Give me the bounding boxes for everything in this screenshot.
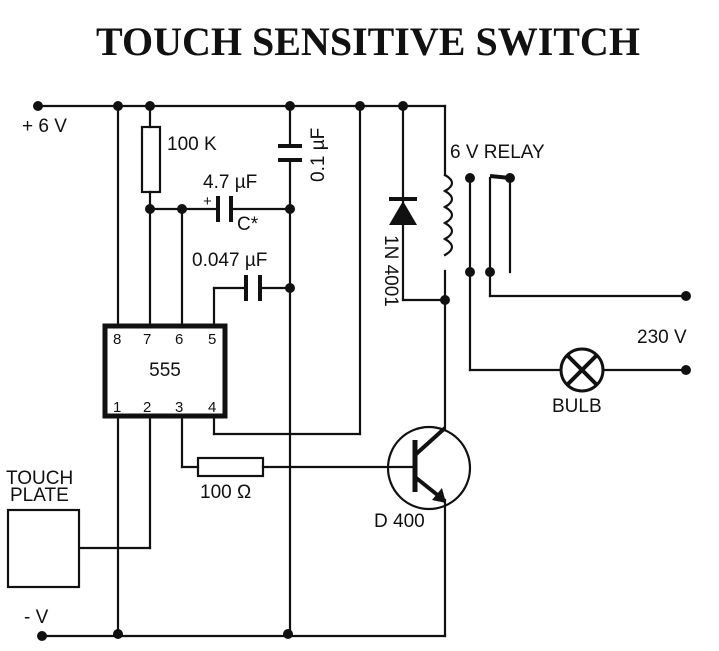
transistor-d400 bbox=[386, 425, 472, 511]
label-c3: 0.047 µF bbox=[192, 250, 267, 271]
capacitor-0-1uf bbox=[278, 144, 302, 162]
junction-dot bbox=[440, 295, 450, 305]
pin-7: 7 bbox=[143, 331, 151, 348]
terminal-positive bbox=[33, 101, 43, 111]
junction-dot bbox=[485, 267, 495, 277]
resistor-100-ohm bbox=[196, 456, 265, 478]
label-c2: 0.1 µF bbox=[308, 128, 329, 182]
label-c1: 4.7 µF bbox=[203, 172, 257, 193]
label-ic: 555 bbox=[149, 360, 181, 381]
junction-dot bbox=[681, 291, 691, 301]
component-part bbox=[389, 201, 417, 225]
ic-555 bbox=[102, 323, 228, 419]
component-part bbox=[432, 488, 446, 503]
junction-dot bbox=[283, 629, 293, 639]
resistor-100k bbox=[140, 125, 162, 194]
junction-dot bbox=[681, 365, 691, 375]
pin-3: 3 bbox=[175, 399, 183, 416]
relay-coil bbox=[442, 173, 454, 257]
pin-6: 6 bbox=[175, 331, 183, 348]
bulb bbox=[559, 347, 605, 393]
diode-1n4001 bbox=[389, 197, 417, 225]
junction-dot bbox=[465, 267, 475, 277]
positive-rail bbox=[33, 101, 447, 111]
pin-8: 8 bbox=[113, 331, 121, 348]
wire bbox=[413, 426, 447, 457]
junction-dot bbox=[465, 173, 475, 183]
label-r2: 100 Ω bbox=[200, 482, 251, 503]
label-touch: TOUCH bbox=[6, 468, 73, 489]
pin-2: 2 bbox=[143, 399, 151, 416]
capacitor-4-7uf bbox=[216, 196, 233, 222]
label-bulb: BULB bbox=[552, 396, 602, 417]
junction-dot bbox=[285, 283, 295, 293]
touch-plate bbox=[6, 508, 81, 589]
pin-1: 1 bbox=[113, 399, 121, 416]
wire bbox=[565, 353, 599, 387]
label-negative-supply: - V bbox=[24, 607, 49, 628]
wire bbox=[413, 475, 442, 499]
pin-4: 4 bbox=[208, 399, 216, 416]
capacitor-0-047uf bbox=[244, 275, 262, 301]
diagram-title: TOUCH SENSITIVE SWITCH bbox=[96, 19, 640, 64]
pin-5: 5 bbox=[208, 331, 216, 348]
label-c1-mark: C* bbox=[237, 214, 259, 235]
junction-dot bbox=[386, 425, 472, 511]
label-diode: 1N 4001 bbox=[380, 235, 401, 307]
label-transistor: D 400 bbox=[374, 511, 425, 532]
label-c1-plus: + bbox=[203, 193, 212, 210]
label-positive-supply: + 6 V bbox=[22, 116, 67, 137]
terminal-negative bbox=[37, 631, 47, 641]
label-relay: 6 V RELAY bbox=[450, 142, 545, 163]
label-plate: PLATE bbox=[10, 485, 69, 506]
junction-dot bbox=[113, 629, 123, 639]
label-r1: 100 K bbox=[167, 134, 217, 155]
label-mains: 230 V bbox=[637, 327, 687, 348]
